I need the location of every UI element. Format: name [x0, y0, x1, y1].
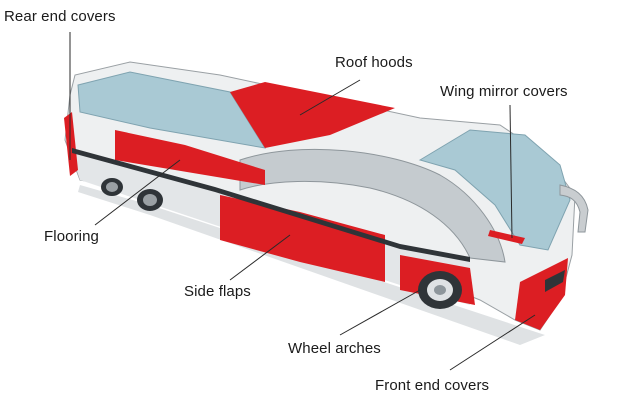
leader-wheel-arches [339, 289, 421, 336]
front-wheel [418, 271, 462, 309]
headlight [545, 270, 565, 292]
rear-end-covers-red [64, 112, 78, 176]
roof-hoods-red [230, 82, 395, 148]
middle-window-band [239, 148, 506, 263]
rear-wheels [101, 178, 163, 211]
label-flooring: Flooring [44, 228, 99, 245]
wing-mirror-arm [559, 184, 589, 233]
label-wheel-arches: Wheel arches [288, 340, 381, 357]
leader-front-end-covers [449, 314, 536, 371]
leader-flooring [94, 159, 181, 226]
wing-mirror-red-marks [488, 230, 525, 244]
side-flaps-red [220, 195, 385, 282]
windscreen [418, 129, 571, 251]
label-roof-hoods: Roof hoods [335, 54, 413, 71]
label-side-flaps: Side flaps [184, 283, 251, 300]
leader-lines [69, 32, 536, 371]
flooring-red-panel [115, 130, 265, 185]
leader-wing-mirror-covers [509, 104, 513, 239]
leader-roof-hoods [299, 79, 361, 116]
leader-side-flaps [229, 234, 291, 281]
label-rear-end-covers: Rear end covers [4, 8, 116, 25]
label-wing-mirror-covers: Wing mirror covers [440, 83, 568, 100]
label-front-end-covers: Front end covers [375, 377, 490, 394]
body-dark-stripe [72, 148, 470, 262]
